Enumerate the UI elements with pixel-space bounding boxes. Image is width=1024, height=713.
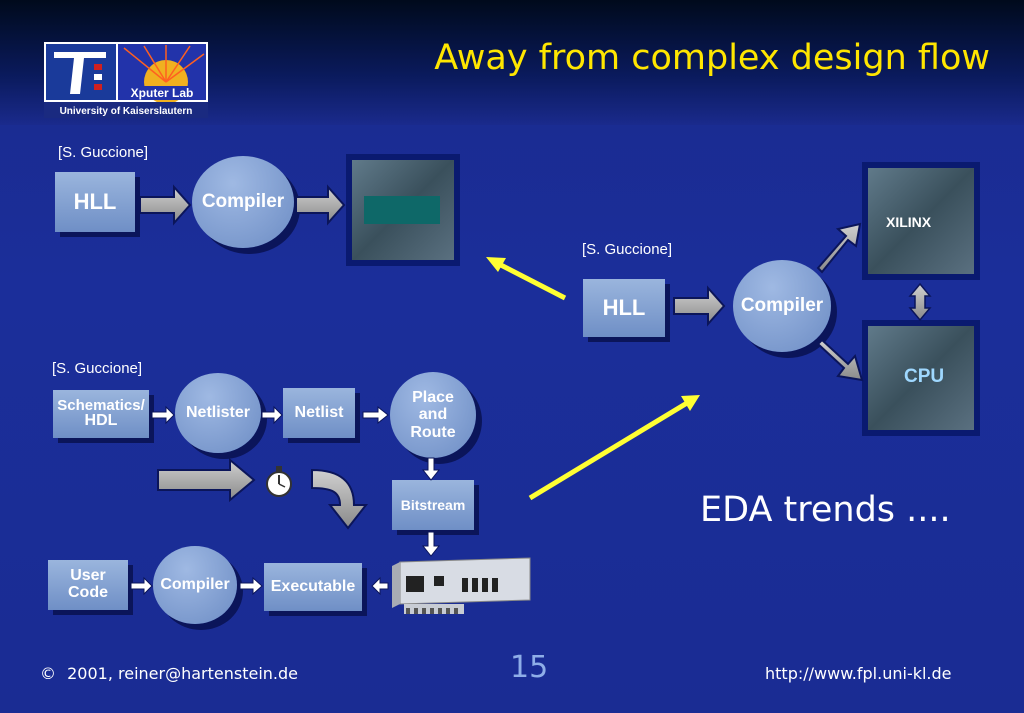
footer-email[interactable]: reiner@hartenstein.de	[118, 664, 298, 683]
logo-lab-text: Xputer Lab	[131, 86, 194, 100]
flow3-big-arrow	[157, 457, 256, 503]
yellow-arrow-to-flow1	[493, 259, 567, 301]
page-number: 15	[510, 650, 549, 685]
footer-url[interactable]: http://www.fpl.uni-kl.de	[765, 664, 952, 683]
flow1-hll-box: HLL	[55, 172, 135, 232]
place-and-route-ellipse: Place and Route	[390, 372, 476, 458]
flow3-reference: [S. Guccione]	[52, 360, 143, 377]
eda-trends-text: EDA trends ....	[700, 490, 951, 530]
flow2-arrow-down	[816, 338, 864, 382]
flow3-small-arrows	[130, 405, 441, 596]
stopwatch-icon	[266, 466, 292, 497]
flow1-compiler-ellipse: Compiler	[192, 156, 294, 248]
cpu-label: CPU	[904, 366, 945, 387]
xilinx-fpga-chip: XILINX	[862, 162, 980, 280]
flow2-hll-box: HLL	[583, 279, 665, 337]
bitstream-box: Bitstream	[392, 480, 474, 530]
footer-copyright: © 2001, reiner@hartenstein.de	[40, 664, 298, 683]
code-label: Code	[68, 584, 108, 601]
accelerator-board-icon	[392, 557, 531, 614]
logo-university-text: University of Kaiserslautern	[60, 106, 193, 117]
cpu-chip: CPU	[862, 320, 980, 436]
schematics-hdl-box: Schematics/ HDL	[53, 390, 149, 438]
fpga-cpu-double-arrow	[908, 282, 932, 322]
flow2-arrow-up	[816, 222, 862, 274]
slide-title: Away from complex design flow	[434, 38, 990, 78]
flow1-chip	[346, 154, 460, 266]
route-label: Route	[410, 423, 456, 441]
copyright-symbol: ©	[40, 664, 56, 683]
hdl-label: HDL	[84, 412, 118, 430]
netlister-ellipse: Netlister	[175, 373, 261, 453]
and-label: and	[418, 406, 448, 424]
flow3-compiler-ellipse: Compiler	[153, 546, 237, 624]
flow2-reference: [S. Guccione]	[582, 241, 673, 258]
flow3-curved-arrow	[311, 468, 369, 530]
flow2-compiler-ellipse: Compiler	[733, 260, 831, 352]
user-label: User	[70, 567, 106, 585]
yellow-arrow-to-flow2	[528, 397, 694, 501]
flow1-arrow-2	[295, 184, 346, 226]
netlist-box: Netlist	[283, 388, 355, 438]
place-label: Place	[412, 388, 454, 406]
xilinx-label: XILINX	[886, 214, 932, 230]
footer-year: 2001,	[67, 664, 113, 683]
flow1-reference: [S. Guccione]	[58, 144, 149, 161]
schematics-label: Schematics/	[57, 396, 145, 414]
flow2-arrow-1	[673, 285, 726, 327]
xputer-lab-logo: Xputer Lab University of Kaiserslautern	[44, 42, 208, 118]
user-code-box: User Code	[48, 560, 128, 610]
flow1-arrow-1	[139, 184, 192, 226]
executable-box: Executable	[264, 563, 362, 611]
